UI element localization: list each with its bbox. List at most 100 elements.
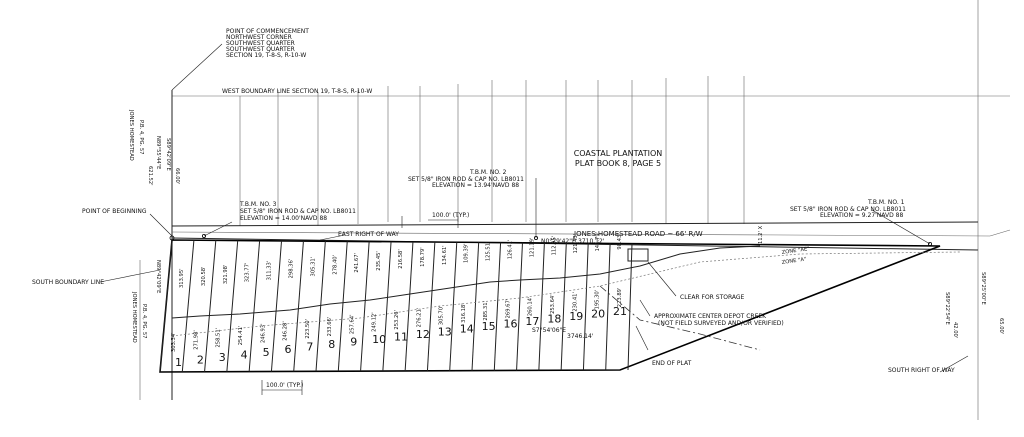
- lot-number: 10: [372, 333, 386, 346]
- lot-bottom-depth: 258.51': [216, 328, 222, 348]
- lot-number: 8: [328, 338, 335, 351]
- lot-top-depth: 125.51': [486, 242, 492, 262]
- lot-line: [560, 243, 567, 371]
- tbm1-marker: [928, 241, 933, 246]
- lot-number: 16: [504, 318, 518, 331]
- south-distance: 3746.14': [567, 333, 594, 340]
- lot-number: 2: [197, 353, 204, 366]
- tbm3-rod: SET 5/8" IRON ROD & CAP NO. LB8011: [240, 208, 356, 215]
- coastal-plantation-title: COASTAL PLANTATION: [574, 149, 663, 158]
- lot-top-depth: 178.79': [420, 247, 426, 267]
- point-of-beginning-label: POINT OF BEGINNING: [82, 208, 147, 215]
- lot-top-depth: 241.67': [354, 253, 360, 273]
- lot-top-depth: 311.33': [267, 261, 273, 281]
- lot-bottom-depth: 316.18': [461, 303, 467, 323]
- lot-top-depth: 216.58': [398, 249, 404, 269]
- lot-line: [181, 240, 195, 372]
- coastal-plantation-book: PLAT BOOK 8, PAGE 5: [575, 159, 661, 168]
- lot-top-depth: 134.61': [442, 245, 448, 265]
- south-boundary-label: SOUTH BOUNDARY LINE: [32, 279, 104, 286]
- lot-bottom-depth: 253.26': [394, 310, 400, 330]
- tbm1-title: T.B.M. NO. 1: [867, 199, 905, 206]
- lot-top-depth: 109.39': [464, 243, 470, 263]
- lot-bottom-depth: 233.66': [327, 317, 333, 337]
- left-bearing-a: S89°42'09"E: [165, 138, 171, 171]
- road-label: JONES HOMESTEAD ROAD ~ 66' R/W: [573, 230, 703, 238]
- tbm2-title: T.B.M. NO. 2: [469, 169, 507, 176]
- lower-left-parcel-book: P.B. 4, PG. 57: [141, 304, 147, 338]
- south-bearing: S7°54'06"E: [532, 327, 566, 334]
- lot-top-depth: 323.77': [245, 263, 251, 283]
- creek-centerline: [171, 245, 761, 319]
- lot-top-depth: 321.98': [223, 265, 229, 285]
- lot-line: [582, 243, 589, 371]
- tbm3-elevation: ELEVATION = 14.00'NAVD 88: [240, 215, 327, 222]
- lot-top-depth: 313.95': [179, 268, 185, 288]
- lot-top-depth: 98.43': [617, 233, 623, 249]
- lot-number: 20: [591, 307, 605, 320]
- clear-for-storage-label: CLEAR FOR STORAGE: [680, 294, 745, 301]
- leader-lines: [99, 43, 969, 395]
- lot-line: [248, 240, 261, 372]
- lot-line: [315, 241, 326, 372]
- lot-line: [382, 241, 392, 372]
- right-side-mark: 11.2' X: [758, 225, 764, 244]
- north-distance: 3710.12': [578, 238, 605, 245]
- lot-bottom-depth: 195.30': [595, 290, 601, 310]
- lot-line: [360, 241, 370, 372]
- left-parcel-name: JONES HOMESTEAD: [128, 109, 134, 161]
- flood-zone-line: [171, 251, 961, 337]
- lot-number: 11: [394, 330, 408, 343]
- lot-bottom-depth: 271.98': [193, 330, 199, 350]
- east-right-of-way-line: [171, 237, 979, 251]
- point-of-beginning-marker: [169, 235, 175, 241]
- creek-label-line-2: (NOT FIELD SURVEYED AND/OR VERIFIED): [658, 320, 784, 327]
- west-boundary-label: WEST BOUNDARY LINE SECTION 19, T-8-S, R-…: [222, 88, 372, 95]
- right-distance-b: 42.00': [952, 322, 958, 338]
- lot-top-depth: 121.43': [573, 234, 579, 254]
- lot-number: 9: [350, 336, 357, 349]
- lot-line: [159, 239, 173, 373]
- tbm3-title: T.B.M. NO. 3: [239, 201, 277, 208]
- lot-bottom-depth: 246.28': [283, 321, 289, 341]
- lot-bottom-depth: 276.21': [416, 308, 422, 328]
- lot-top-depth: 126.41': [508, 240, 514, 260]
- lot-line: [226, 240, 239, 372]
- east-right-of-way-label: EAST RIGHT OF WAY: [338, 231, 399, 238]
- lot-line: [293, 240, 304, 372]
- lot-top-depth: 298.36': [288, 259, 294, 279]
- right-bearing-a: S89°25'00"E: [980, 272, 986, 305]
- lot-bottom-depth: 223.89': [617, 288, 623, 308]
- lot-bottom-depth: 260.14': [528, 297, 534, 317]
- lot-number: 13: [438, 325, 452, 338]
- lot-top-depth: 121.19': [529, 238, 535, 258]
- lot-line: [426, 242, 436, 371]
- lot-line: [449, 242, 458, 371]
- lot-bottom-depth: 257.64': [349, 315, 355, 335]
- lot-top-depth: 235.45': [376, 251, 382, 271]
- commencement-line-1: POINT OF COMMENCEMENT: [226, 28, 309, 35]
- tbm1-rod: SET 5/8" IRON ROD & CAP NO. LB8011: [790, 206, 906, 213]
- lot-number: 17: [525, 315, 539, 328]
- zone-ae-label: ZONE "AE": [781, 246, 810, 256]
- tbm3-marker: [201, 233, 206, 238]
- right-bearing-b: S89°22'54"E: [944, 292, 950, 325]
- end-of-plat-label: END OF PLAT: [652, 360, 692, 367]
- commencement-line-5: SECTION 19, T-8-S, R-10-W: [226, 52, 306, 59]
- typ-spacing-bottom: 100.0' (TYP.): [266, 382, 303, 389]
- lot-bottom-depth: 305.70': [439, 306, 445, 326]
- lot-number: 18: [547, 312, 561, 325]
- lot-line: [516, 242, 523, 371]
- south-right-of-way-label: SOUTH RIGHT OF WAY: [888, 367, 955, 374]
- tbm2-rod: SET 5/8" IRON ROD & CAP NO. LB8011: [408, 176, 524, 183]
- lot-top-depth: 305.31': [310, 257, 316, 277]
- lot-number: 21: [613, 305, 627, 318]
- lot-bottom-depth: 230.41': [572, 292, 578, 312]
- lot-line: [404, 241, 414, 371]
- lot-bottom-depth: 246.93': [260, 323, 266, 343]
- lot-bottom-depth: 249.12': [372, 312, 378, 332]
- lot-number: 1: [175, 356, 182, 369]
- lot-number: 14: [460, 323, 474, 336]
- left-bearing-b: N89°55'44"E: [155, 136, 161, 169]
